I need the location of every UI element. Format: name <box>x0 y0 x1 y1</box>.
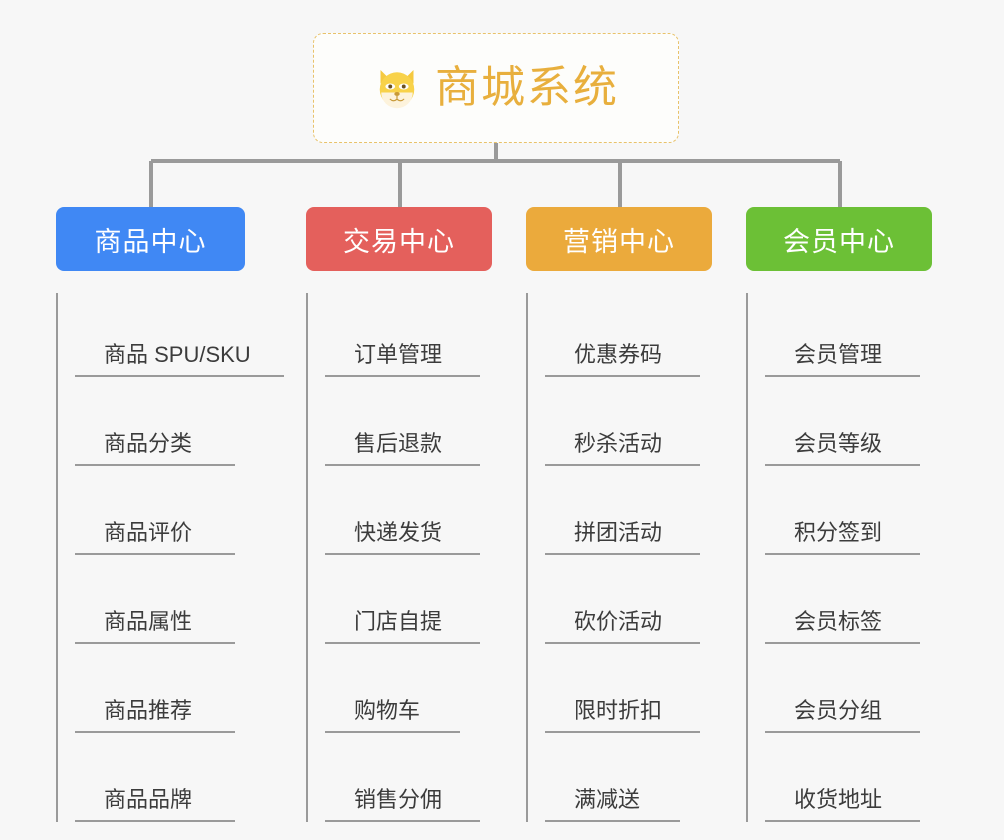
leaf-list: 商品 SPU/SKU 商品分类 商品评价 商品属性 商品推荐 商品品牌 <box>56 293 286 822</box>
category-column-member: 会员中心 会员管理 会员等级 积分签到 会员标签 会员分组 收货地址 <box>746 207 976 822</box>
category-column-trade: 交易中心 订单管理 售后退款 快递发货 门店自提 购物车 销售分佣 <box>306 207 536 822</box>
list-item[interactable]: 会员分组 <box>765 644 920 733</box>
list-item[interactable]: 购物车 <box>325 644 460 733</box>
category-column-marketing: 营销中心 优惠券码 秒杀活动 拼团活动 砍价活动 限时折扣 满减送 <box>526 207 756 822</box>
list-item[interactable]: 商品属性 <box>75 555 235 644</box>
list-item[interactable]: 积分签到 <box>765 466 920 555</box>
category-label: 营销中心 <box>563 226 675 257</box>
list-item[interactable]: 会员标签 <box>765 555 920 644</box>
list-item[interactable]: 会员管理 <box>765 293 920 377</box>
category-label: 会员中心 <box>783 226 895 257</box>
list-item[interactable]: 商品 SPU/SKU <box>75 293 284 377</box>
list-item[interactable]: 拼团活动 <box>545 466 700 555</box>
list-item[interactable]: 优惠券码 <box>545 293 700 377</box>
category-header-trade[interactable]: 交易中心 <box>306 207 492 271</box>
list-item[interactable]: 会员等级 <box>765 377 920 466</box>
dog-face-icon <box>373 64 421 112</box>
leaf-list: 会员管理 会员等级 积分签到 会员标签 会员分组 收货地址 <box>746 293 976 822</box>
category-label: 交易中心 <box>343 226 455 257</box>
list-item[interactable]: 砍价活动 <box>545 555 700 644</box>
list-item[interactable]: 收货地址 <box>765 733 920 822</box>
list-item[interactable]: 商品品牌 <box>75 733 235 822</box>
list-item[interactable]: 销售分佣 <box>325 733 480 822</box>
list-item[interactable]: 快递发货 <box>325 466 480 555</box>
root-title: 商城系统 <box>435 63 619 112</box>
list-item[interactable]: 满减送 <box>545 733 680 822</box>
category-label: 商品中心 <box>94 226 207 257</box>
root-node[interactable]: 商城系统 <box>313 33 679 143</box>
category-header-product[interactable]: 商品中心 <box>56 207 245 271</box>
list-item[interactable]: 门店自提 <box>325 555 480 644</box>
list-item[interactable]: 订单管理 <box>325 293 480 377</box>
leaf-list: 优惠券码 秒杀活动 拼团活动 砍价活动 限时折扣 满减送 <box>526 293 756 822</box>
category-header-member[interactable]: 会员中心 <box>746 207 932 271</box>
list-item[interactable]: 商品评价 <box>75 466 235 555</box>
list-item[interactable]: 限时折扣 <box>545 644 700 733</box>
leaf-list: 订单管理 售后退款 快递发货 门店自提 购物车 销售分佣 <box>306 293 536 822</box>
category-header-marketing[interactable]: 营销中心 <box>526 207 712 271</box>
list-item[interactable]: 秒杀活动 <box>545 377 700 466</box>
category-column-product: 商品中心 商品 SPU/SKU 商品分类 商品评价 商品属性 商品推荐 商品品牌 <box>56 207 286 822</box>
list-item[interactable]: 售后退款 <box>325 377 480 466</box>
list-item[interactable]: 商品分类 <box>75 377 235 466</box>
list-item[interactable]: 商品推荐 <box>75 644 235 733</box>
